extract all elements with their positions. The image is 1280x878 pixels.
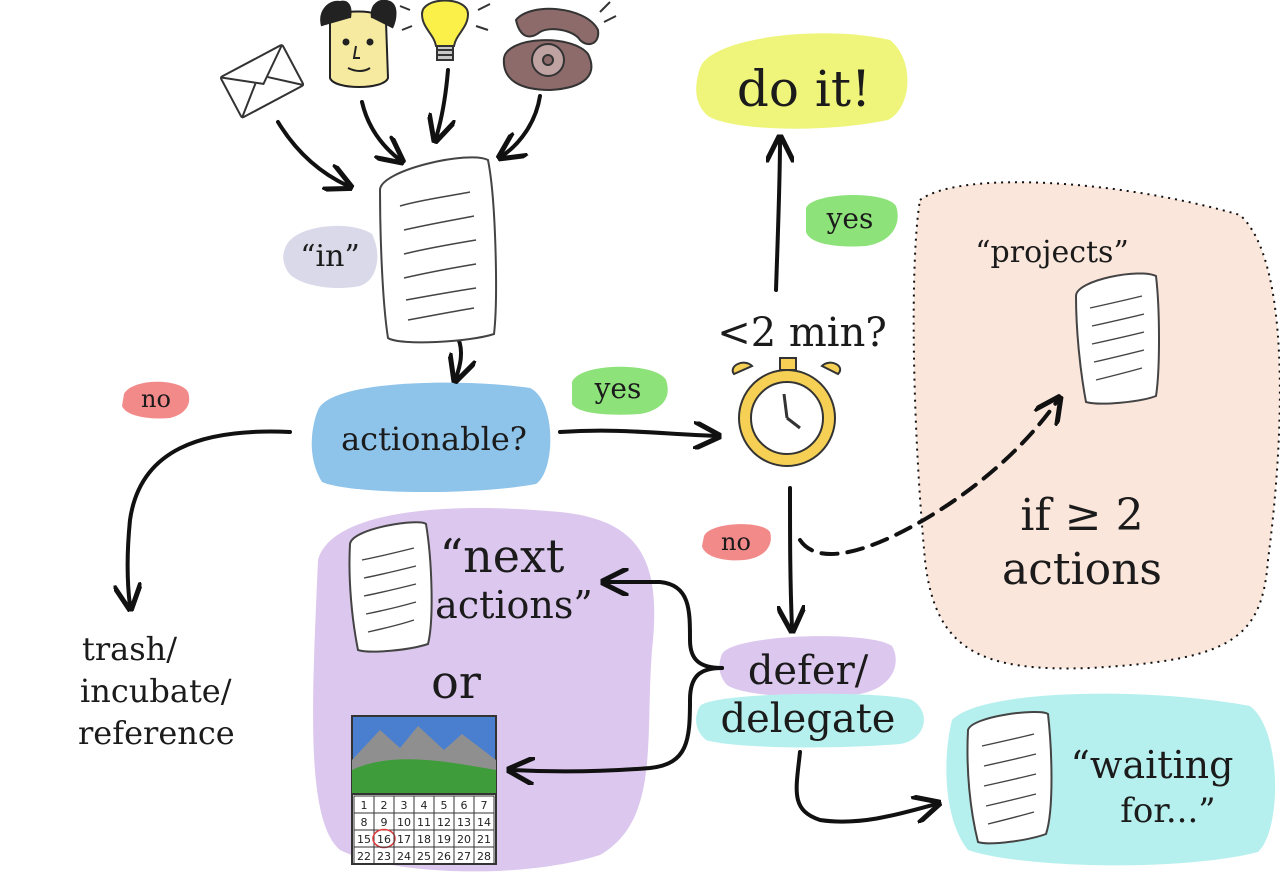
calendar-day: 15 <box>357 833 371 846</box>
arrow-bulb-to-in <box>436 68 448 138</box>
calendar-day: 23 <box>377 850 391 863</box>
no-left-label: no <box>141 385 171 413</box>
yes-up-blob <box>806 194 898 247</box>
or-label: or <box>431 655 481 709</box>
calendar-day: 19 <box>437 833 451 846</box>
arrow-person-to-in <box>360 100 400 160</box>
calendar-day: 7 <box>481 799 488 812</box>
arrow-phone-to-in <box>502 94 542 156</box>
in-blob <box>283 225 378 289</box>
actionable-label: actionable? <box>341 420 527 458</box>
calendar-cell <box>473 846 495 865</box>
next-actions-document-icon <box>348 521 433 653</box>
arrow-dashed-to-projects <box>798 400 1058 556</box>
arrow-envelope-to-in <box>276 120 348 186</box>
calendar-day: 12 <box>437 816 451 829</box>
arrow-timer-to-doit <box>776 140 780 292</box>
calendar-day: 20 <box>457 833 471 846</box>
yes-right-label: yes <box>594 372 642 405</box>
calendar-day: 25 <box>417 850 431 863</box>
no-left-blob <box>122 381 190 419</box>
calendar-day: 1 <box>361 799 368 812</box>
trash-label-line2: incubate/ <box>80 672 232 710</box>
trash-label-line1: trash/ <box>82 630 177 668</box>
no-down-blob <box>702 524 771 561</box>
envelope-icon <box>220 44 305 119</box>
actionable-blob <box>311 382 551 493</box>
yes-right-blob <box>572 366 668 415</box>
arrow-no-to-trash <box>128 429 292 606</box>
two-min-label: <2 min? <box>717 310 887 356</box>
no-down-label: no <box>721 528 751 556</box>
projects-label: “projects” <box>975 235 1129 270</box>
calendar-day: 4 <box>421 799 428 812</box>
defer-blob <box>719 636 896 697</box>
calendar-day: 22 <box>357 850 371 863</box>
calendar-day: 24 <box>397 850 411 863</box>
calendar-day: 17 <box>397 833 411 846</box>
calendar-day: 11 <box>417 816 431 829</box>
arrow-in-to-actionable <box>456 336 461 378</box>
in-label: “in” <box>300 239 360 274</box>
person-icon <box>320 0 397 88</box>
arrow-delegate-to-waiting <box>794 750 936 824</box>
arrow-timer-to-defer <box>790 486 792 628</box>
delegate-label: delegate <box>721 696 896 742</box>
telephone-icon <box>502 1 617 92</box>
calendar-day: 26 <box>437 850 451 863</box>
calendar-day: 21 <box>477 833 491 846</box>
stopwatch-icon <box>731 357 841 467</box>
calendar-day: 16 <box>377 833 391 846</box>
calendar-day: 9 <box>381 816 388 829</box>
next-actions-label-line1: “next <box>440 529 565 583</box>
calendar-day: 18 <box>417 833 431 846</box>
calendar-day: 27 <box>457 850 471 863</box>
waiting-for-label-line2: for...” <box>1120 791 1215 831</box>
do-it-blob <box>696 33 908 129</box>
calendar-day: 13 <box>457 816 471 829</box>
calendar-day: 6 <box>461 799 468 812</box>
calendar-day: 8 <box>361 816 368 829</box>
waiting-for-label-line1: “waiting <box>1071 743 1234 787</box>
project-document-icon <box>1074 272 1160 405</box>
trash-label-line3: reference <box>78 714 235 752</box>
defer-label: defer/ <box>748 648 869 694</box>
arrow-yes-to-timer <box>558 431 716 436</box>
calendar-day: 3 <box>401 799 408 812</box>
arrow-defer-to-calendar <box>512 666 724 771</box>
arrow-defer-bracket <box>606 582 724 670</box>
waiting-document-icon <box>966 711 1053 845</box>
projects-panel <box>912 181 1280 670</box>
input-arrows <box>276 68 542 186</box>
calendar-day: 14 <box>477 816 491 829</box>
calendar-day: 2 <box>381 799 388 812</box>
if-label-line1: if ≥ 2 <box>1020 490 1143 541</box>
lightbulb-icon <box>399 0 491 61</box>
next-actions-label-line2: actions” <box>435 583 593 627</box>
delegate-blob <box>696 693 924 748</box>
calendar-day: 10 <box>397 816 411 829</box>
if-label-line2: actions <box>1002 544 1162 595</box>
calendar-day: 28 <box>477 850 491 863</box>
in-document-icon <box>378 156 497 344</box>
do-it-label: do it! <box>737 60 871 118</box>
yes-up-label: yes <box>826 202 874 235</box>
calendar-day: 5 <box>441 799 448 812</box>
